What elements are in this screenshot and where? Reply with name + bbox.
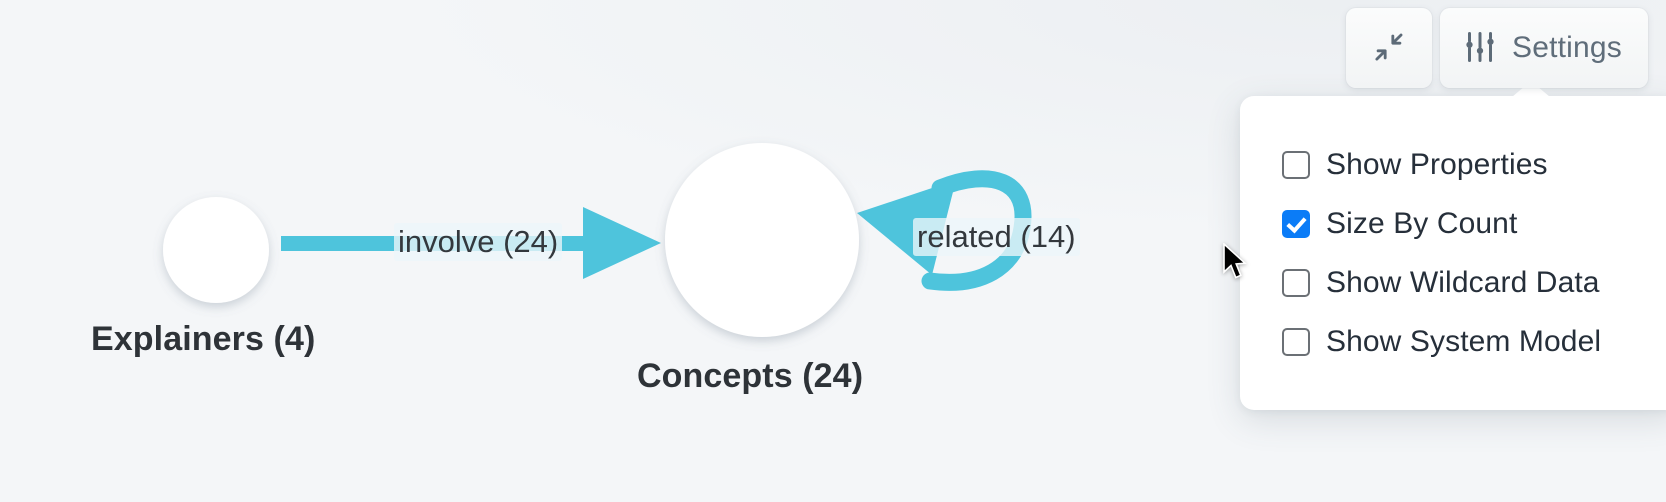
option-label-size-by-count: Size By Count xyxy=(1326,207,1518,240)
checkbox-show-system-model[interactable] xyxy=(1282,328,1310,356)
graph-toolbar: Settings xyxy=(1346,8,1648,88)
option-show-properties[interactable]: Show Properties xyxy=(1282,148,1666,182)
node-concepts[interactable] xyxy=(665,143,859,337)
settings-button[interactable]: Settings xyxy=(1440,8,1648,88)
option-show-wildcard-data[interactable]: Show Wildcard Data xyxy=(1282,266,1666,300)
settings-panel: Show Properties Size By Count Show Wildc… xyxy=(1240,81,1666,410)
collapse-arrows-icon xyxy=(1372,30,1406,67)
edge-label-related: related (14) xyxy=(913,218,1080,256)
collapse-button[interactable] xyxy=(1346,8,1432,88)
option-label-show-wildcard-data: Show Wildcard Data xyxy=(1326,266,1600,299)
option-label-show-properties: Show Properties xyxy=(1326,148,1548,181)
node-explainers[interactable] xyxy=(163,197,269,303)
checkbox-show-wildcard-data[interactable] xyxy=(1282,269,1310,297)
node-label-explainers: Explainers (4) xyxy=(91,320,316,358)
node-label-concepts: Concepts (24) xyxy=(637,357,864,395)
option-label-show-system-model: Show System Model xyxy=(1326,325,1602,358)
settings-options-list: Show Properties Size By Count Show Wildc… xyxy=(1282,148,1666,359)
checkbox-show-properties[interactable] xyxy=(1282,151,1310,179)
checkbox-size-by-count[interactable] xyxy=(1282,210,1310,238)
edge-label-involve: involve (24) xyxy=(394,223,563,261)
settings-button-label: Settings xyxy=(1512,31,1622,64)
option-size-by-count[interactable]: Size By Count xyxy=(1282,207,1666,241)
option-show-system-model[interactable]: Show System Model xyxy=(1282,325,1666,359)
sliders-icon xyxy=(1462,29,1498,68)
